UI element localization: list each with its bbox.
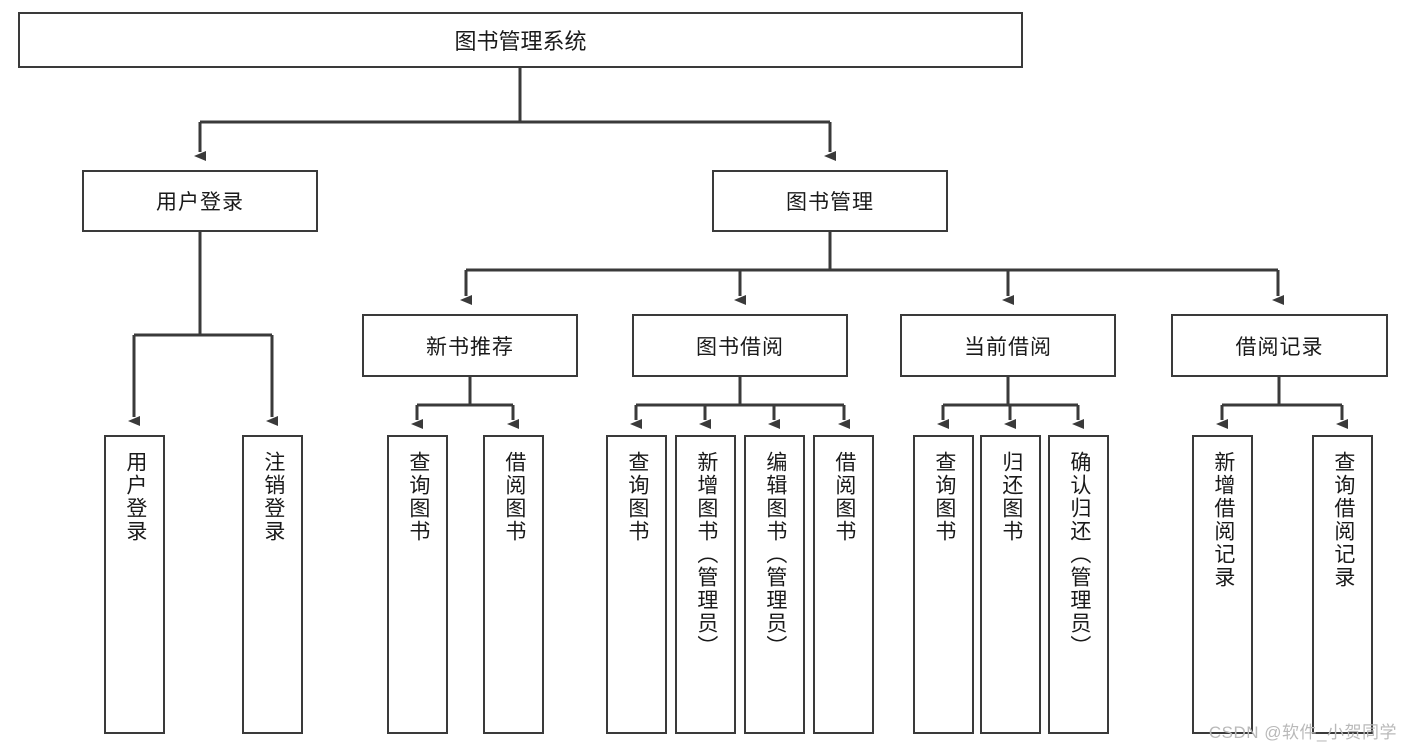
node-label: 借阅图书	[502, 451, 526, 543]
node-book-borrow[interactable]: 图书借阅	[632, 314, 848, 377]
node-label: 用户登录	[156, 191, 244, 214]
node-leaf-add-record[interactable]: 新增借阅记录	[1192, 435, 1253, 734]
node-leaf-query-book-1[interactable]: 查询图书	[387, 435, 448, 734]
watermark: CSDN @软件_小贺同学	[1208, 723, 1397, 742]
node-label: 图书管理	[786, 191, 874, 214]
node-current-borrow[interactable]: 当前借阅	[900, 314, 1116, 377]
node-label: 借阅图书	[832, 451, 856, 543]
node-leaf-confirm-return[interactable]: 确认归还（管理员）	[1048, 435, 1109, 734]
node-book-management[interactable]: 图书管理	[712, 170, 948, 232]
node-user-login[interactable]: 用户登录	[82, 170, 318, 232]
node-label: 图书管理系统	[454, 29, 587, 54]
node-label: 归还图书	[999, 451, 1023, 543]
node-label: 当前借阅	[964, 335, 1052, 359]
node-leaf-add-book[interactable]: 新增图书（管理员）	[675, 435, 736, 734]
node-label: 查询图书	[406, 451, 430, 543]
node-label: 确认归还（管理员）	[1067, 451, 1091, 658]
node-new-book-recommend[interactable]: 新书推荐	[362, 314, 578, 377]
node-leaf-user-login[interactable]: 用户登录	[104, 435, 165, 734]
node-leaf-edit-book[interactable]: 编辑图书（管理员）	[744, 435, 805, 734]
node-label: 注销登录	[261, 451, 285, 543]
node-label: 查询图书	[932, 451, 956, 543]
node-label: 用户登录	[123, 451, 147, 543]
node-label: 查询借阅记录	[1331, 451, 1355, 589]
node-title-box[interactable]: 图书管理系统	[18, 12, 1023, 68]
node-label: 借阅记录	[1235, 335, 1324, 359]
node-borrow-record[interactable]: 借阅记录	[1171, 314, 1388, 377]
node-leaf-borrow-book-1[interactable]: 借阅图书	[483, 435, 544, 734]
node-leaf-query-book-3[interactable]: 查询图书	[913, 435, 974, 734]
node-label: 新书推荐	[426, 335, 514, 359]
node-leaf-logout-login[interactable]: 注销登录	[242, 435, 303, 734]
node-label: 编辑图书（管理员）	[763, 451, 787, 658]
node-leaf-query-record[interactable]: 查询借阅记录	[1312, 435, 1373, 734]
node-leaf-return-book[interactable]: 归还图书	[980, 435, 1041, 734]
node-leaf-borrow-book-2[interactable]: 借阅图书	[813, 435, 874, 734]
node-label: 新增图书（管理员）	[694, 451, 718, 658]
node-leaf-query-book-2[interactable]: 查询图书	[606, 435, 667, 734]
node-label: 查询图书	[625, 451, 649, 543]
node-label: 图书借阅	[696, 335, 784, 359]
node-label: 新增借阅记录	[1211, 451, 1235, 589]
